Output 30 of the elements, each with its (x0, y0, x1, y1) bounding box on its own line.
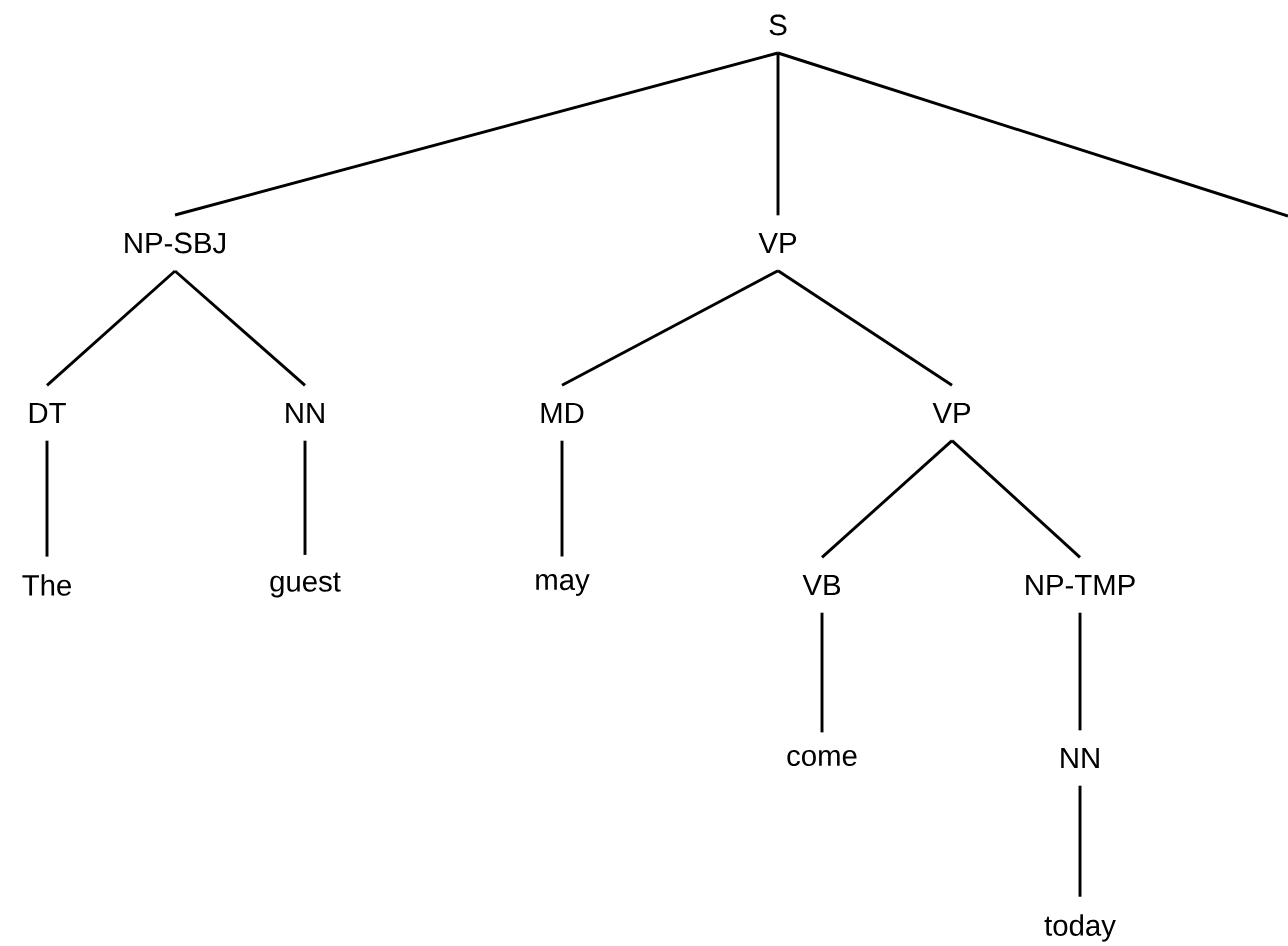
tree-branch (1078, 612, 1082, 731)
tree-label: VP (758, 232, 797, 254)
tree-label: The (22, 574, 71, 596)
tree-label: DT (29, 402, 66, 424)
tree-branch (776, 53, 780, 216)
tree-label: NN (286, 402, 324, 424)
tree-label: VB (802, 574, 841, 596)
tree-branch (560, 440, 564, 557)
tree-label: S (769, 14, 787, 36)
tree-label: guest (270, 572, 341, 598)
tree-label: NP-TMP (1026, 574, 1135, 596)
tree-branch (820, 612, 824, 733)
tree-label: NN (1061, 747, 1099, 769)
tree-branch (303, 440, 307, 555)
tree-label: today (1044, 914, 1116, 942)
tree-branch (46, 269, 176, 387)
tree-branch (1078, 785, 1082, 897)
tree-branch (561, 269, 779, 387)
tree-label: NP-SBJ (125, 232, 225, 254)
tree-branch (174, 269, 306, 387)
tree-branch (777, 51, 1288, 218)
tree-branch (45, 440, 49, 557)
tree-branch (174, 51, 779, 217)
tree-label: MD (541, 402, 584, 424)
tree-label: may (536, 574, 590, 596)
tree-label: come (787, 749, 857, 767)
tree-branch (951, 439, 1081, 559)
tree-branch (777, 269, 953, 387)
tree-branch (821, 439, 953, 559)
tree-label: VP (932, 402, 971, 424)
